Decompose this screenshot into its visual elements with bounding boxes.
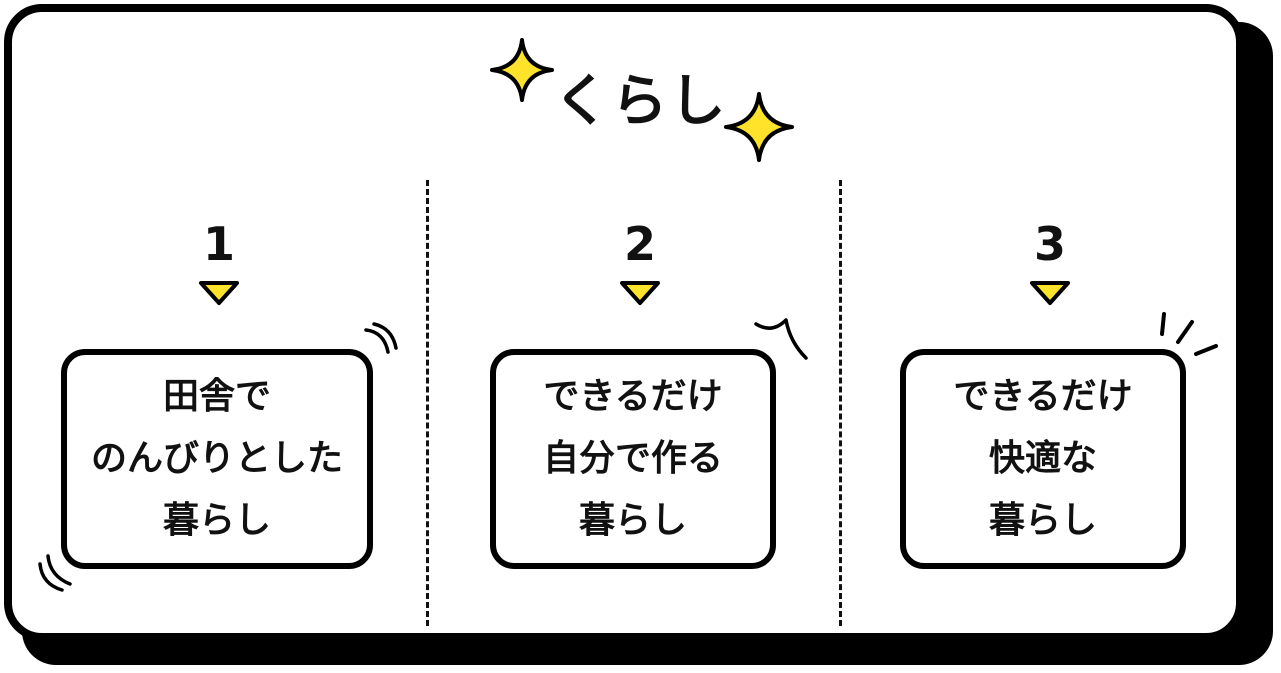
page-title: くらし <box>553 69 728 134</box>
box-3-line-3: 暮らし <box>988 500 1097 541</box>
step-number-1: 1 <box>202 217 235 271</box>
lifestyle-box-1: 田舎で のんびりとした 暮らし <box>61 349 373 569</box>
box-1-line-2: のんびりとした <box>90 438 343 479</box>
box-2-line-2: 自分で作る <box>542 438 723 479</box>
step-number-2: 2 <box>623 217 656 271</box>
lifestyle-box-3: できるだけ 快適な 暮らし <box>900 349 1186 569</box>
down-triangle-icon-2 <box>620 281 660 305</box>
emphasis-lines-icon <box>1160 312 1218 356</box>
divider-2 <box>839 180 842 626</box>
box-2-line-3: 暮らし <box>578 500 687 541</box>
box-3-line-1: できるだけ <box>953 376 1133 417</box>
box-1-line-1: 田舎で <box>162 376 271 417</box>
motion-lines-icon-bottom-left <box>38 554 72 592</box>
box-1-line-3: 暮らし <box>162 500 271 541</box>
lifestyle-box-2: できるだけ 自分で作る 暮らし <box>490 349 776 569</box>
down-triangle-icon-3 <box>1030 281 1070 305</box>
sparkle-icon-left <box>490 38 554 102</box>
motion-lines-icon-top-right <box>364 322 398 354</box>
divider-1 <box>426 180 429 626</box>
surprise-mark-icon <box>754 318 808 360</box>
down-triangle-icon-1 <box>199 281 239 305</box>
box-2-line-1: できるだけ <box>543 376 723 417</box>
step-number-3: 3 <box>1033 217 1066 271</box>
box-3-line-2: 快適な <box>988 438 1097 479</box>
sparkle-icon-right <box>724 92 794 162</box>
